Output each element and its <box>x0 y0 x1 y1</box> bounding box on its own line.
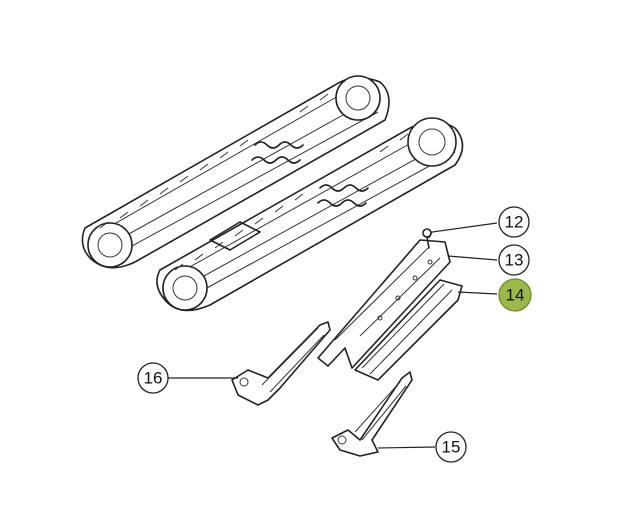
leader-13 <box>447 255 498 261</box>
callout-16[interactable]: 16 <box>137 362 169 394</box>
part-16-bracket <box>231 321 331 406</box>
part-13-plate <box>317 239 451 369</box>
callout-16-circle[interactable] <box>137 362 169 394</box>
leader-12 <box>428 222 498 239</box>
chain-assembly-rear <box>81 75 390 269</box>
callout-15-circle[interactable] <box>435 431 467 463</box>
part-14-rail <box>354 279 463 381</box>
callout-14-circle[interactable] <box>498 278 532 312</box>
callout-13[interactable]: 13 <box>498 244 530 276</box>
callout-15[interactable]: 15 <box>435 431 467 463</box>
leader-15 <box>377 446 436 449</box>
callout-13-circle[interactable] <box>498 244 530 276</box>
part-15-bracket <box>331 371 413 457</box>
callout-14[interactable]: 14 <box>498 278 532 312</box>
callout-12[interactable]: 12 <box>498 206 530 238</box>
leader-14 <box>457 291 498 295</box>
callout-12-circle[interactable] <box>498 206 530 238</box>
leader-lines <box>168 222 498 449</box>
part-12-bolt <box>422 228 432 249</box>
chain-assembly-front <box>156 117 464 312</box>
